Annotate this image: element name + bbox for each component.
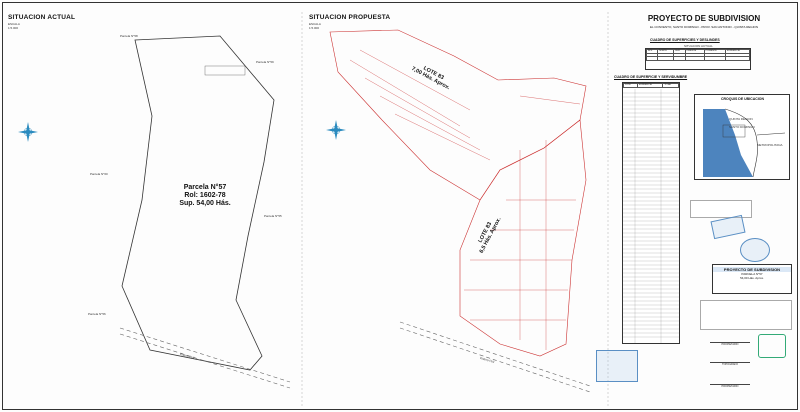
servidumbre-title: CUADRO DE SUPERFICIE Y SERVIDUMBRE [614, 75, 688, 79]
north-arrow-icon-mid [326, 120, 346, 140]
servidumbre-rows [623, 89, 679, 343]
map-label: QUINTA REGION [729, 117, 753, 121]
neighbor-label: Parcela N°60 [90, 172, 108, 176]
signature-line: PROPIETARIO [710, 384, 750, 388]
location-map [703, 108, 786, 178]
neighbor-label: Parcela N°56 [88, 312, 106, 316]
lower-project-title: PROYECTO DE SUBDIVISION [713, 267, 791, 272]
neighbor-label: Parcela N°58 [120, 34, 138, 38]
parcel-rol: Rol: 1602-78 [184, 192, 226, 199]
registry-box [700, 300, 792, 330]
subdivision-outline-top [329, 29, 587, 201]
map-label: METROPOLITANA [757, 143, 783, 147]
signature-line: PROPIETARIO [710, 342, 750, 346]
left-scale-value: 1:5.000 [8, 26, 19, 30]
institution-logo [758, 334, 786, 358]
neighbor-label: Parcela N°55 [264, 214, 282, 218]
parcel-label: Parcela N°57 Rol: 1602-78 Sup. 54,00 Hás… [170, 184, 240, 208]
north-arrow-icon-left [18, 122, 38, 142]
parcel-number: Parcela N°57 [183, 184, 227, 191]
parcel-area: Sup. 54,00 Hás. [179, 200, 231, 207]
project-title: PROYECTO DE SUBDIVISION [647, 14, 761, 23]
lower-project-total: 54,00 Hás. Aprox. [740, 276, 764, 280]
deslindes-title: CUADRO DE SUPERFICIES Y DESLINDES [650, 38, 720, 42]
deslindes-table: ROL NORTE SUR ORIENTE PONIENTE SUPERFICI… [645, 48, 751, 70]
lower-project-subtitle: PARCELA N°57 [741, 272, 763, 276]
lower-project-box: PROYECTO DE SUBDIVISION PARCELA N°57 54,… [712, 264, 792, 294]
location-sketch: CROQUIS DE UBICACION QUINTA REGION SANTO… [694, 94, 790, 180]
servidumbre-header: SUPERFICIE [636, 83, 664, 88]
map-label: SANTO DOMINGO [729, 125, 755, 129]
neighbor-label: Parcela N°59 [256, 60, 274, 64]
mid-scale-label: ESCALA [309, 22, 321, 26]
parcel-outline [121, 35, 275, 371]
situacion-propuesta-title: SITUACION PROPUESTA [309, 14, 391, 21]
seal-stamp [740, 238, 770, 262]
ubicacion-title: CROQUIS DE UBICACION [721, 97, 764, 101]
situacion-actual-title: SITUACION ACTUAL [8, 14, 76, 21]
left-scale-label: ESCALA [8, 22, 20, 26]
received-stamp [596, 350, 638, 382]
mid-scale-value: 1:5.000 [309, 26, 320, 30]
servidumbre-header: TOTAL [662, 83, 679, 88]
notes-box [690, 200, 752, 218]
servidumbre-table: LOTE SUPERFICIE TOTAL [622, 82, 680, 344]
project-subtitle: EL CONVENTO, SANTO DOMINGO - PROV. SAN A… [649, 25, 759, 29]
situacion-actual-subtitle: SITUACION ACTUAL [684, 44, 713, 48]
subdivision-outline-bottom [459, 119, 587, 357]
servidumbre-header: LOTE [623, 83, 638, 88]
signature-line: TOPOGRAFO [710, 362, 750, 366]
